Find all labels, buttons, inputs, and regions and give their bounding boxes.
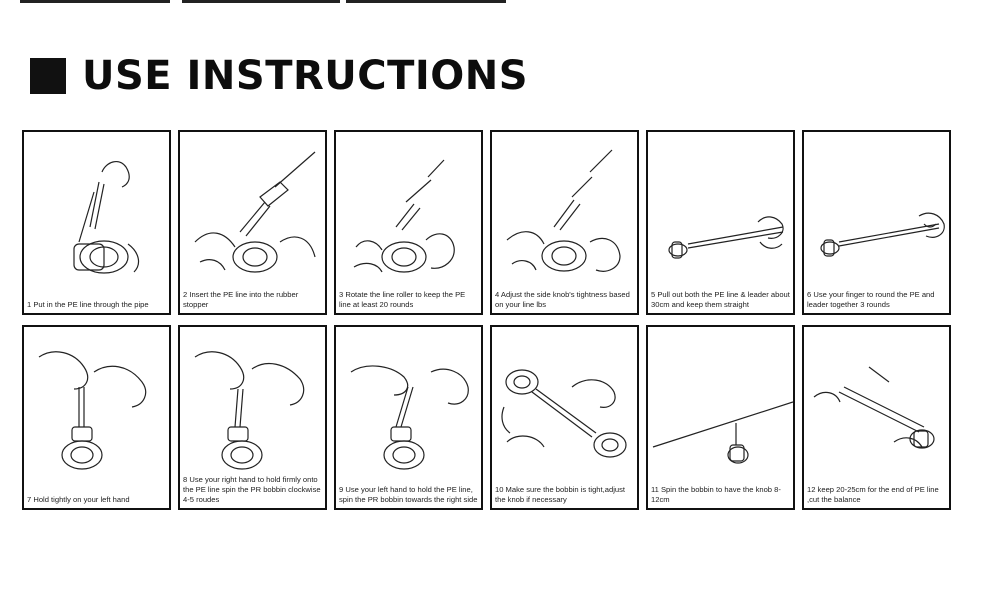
step-panel-4: 4 Adjust the side knob's tightness based…: [490, 130, 639, 315]
step-panel-6: 6 Use your finger to round the PE and le…: [802, 130, 951, 315]
step-panel-5: 5 Pull out both the PE line & leader abo…: [646, 130, 795, 315]
line-roller-illustration: [336, 132, 481, 282]
step-caption: 5 Pull out both the PE line & leader abo…: [651, 290, 791, 310]
heading-square-icon: [30, 58, 66, 94]
step-caption: 10 Make sure the bobbin is tight,adjust …: [495, 485, 635, 505]
spin-clockwise-illustration: [180, 327, 325, 477]
tighten-bobbin-illustration: [492, 327, 637, 477]
step-panel-8: 8 Use your right hand to hold firmly ont…: [178, 325, 327, 510]
step-panel-7: 7 Hold tightly on your left hand: [22, 325, 171, 510]
step-caption: 9 Use your left hand to hold the PE line…: [339, 485, 479, 505]
step-panel-1: 1 Put in the PE line through the pipe: [22, 130, 171, 315]
step-caption: 11 Spin the bobbin to have the knob 8-12…: [651, 485, 791, 505]
side-knob-illustration: [492, 132, 637, 282]
top-border-segment: [182, 0, 340, 3]
step-panel-2: 2 Insert the PE line into the rubber sto…: [178, 130, 327, 315]
step-caption: 6 Use your finger to round the PE and le…: [807, 290, 947, 310]
step-panel-11: 11 Spin the bobbin to have the knob 8-12…: [646, 325, 795, 510]
cut-line-illustration: [804, 327, 949, 477]
step-panel-3: 3 Rotate the line roller to keep the PE …: [334, 130, 483, 315]
instruction-row-1: 1 Put in the PE line through the pipe 2 …: [22, 130, 967, 315]
hold-left-hand-illustration: [24, 327, 169, 477]
pull-line-illustration: [648, 132, 793, 282]
instruction-row-2: 7 Hold tightly on your left hand 8 Use y…: [22, 325, 967, 510]
top-border-segment: [20, 0, 170, 3]
page-title: USE INSTRUCTIONS: [82, 56, 528, 96]
step-panel-12: 12 keep 20-25cm for the end of PE line ,…: [802, 325, 951, 510]
spin-right-illustration: [336, 327, 481, 477]
step-caption: 4 Adjust the side knob's tightness based…: [495, 290, 635, 310]
top-border-segment: [346, 0, 506, 3]
step-caption: 8 Use your right hand to hold firmly ont…: [183, 475, 323, 505]
step-caption: 1 Put in the PE line through the pipe: [27, 300, 167, 310]
instruction-grid: 1 Put in the PE line through the pipe 2 …: [22, 130, 967, 520]
step-caption: 2 Insert the PE line into the rubber sto…: [183, 290, 323, 310]
step-caption: 12 keep 20-25cm for the end of PE line ,…: [807, 485, 947, 505]
step-panel-10: 10 Make sure the bobbin is tight,adjust …: [490, 325, 639, 510]
rubber-stopper-illustration: [180, 132, 325, 282]
step-caption: 3 Rotate the line roller to keep the PE …: [339, 290, 479, 310]
knob-length-illustration: [648, 327, 793, 477]
round-finger-illustration: [804, 132, 949, 282]
bobbin-threading-illustration: [24, 132, 169, 282]
page-heading: USE INSTRUCTIONS: [30, 56, 528, 96]
step-caption: 7 Hold tightly on your left hand: [27, 495, 167, 505]
step-panel-9: 9 Use your left hand to hold the PE line…: [334, 325, 483, 510]
